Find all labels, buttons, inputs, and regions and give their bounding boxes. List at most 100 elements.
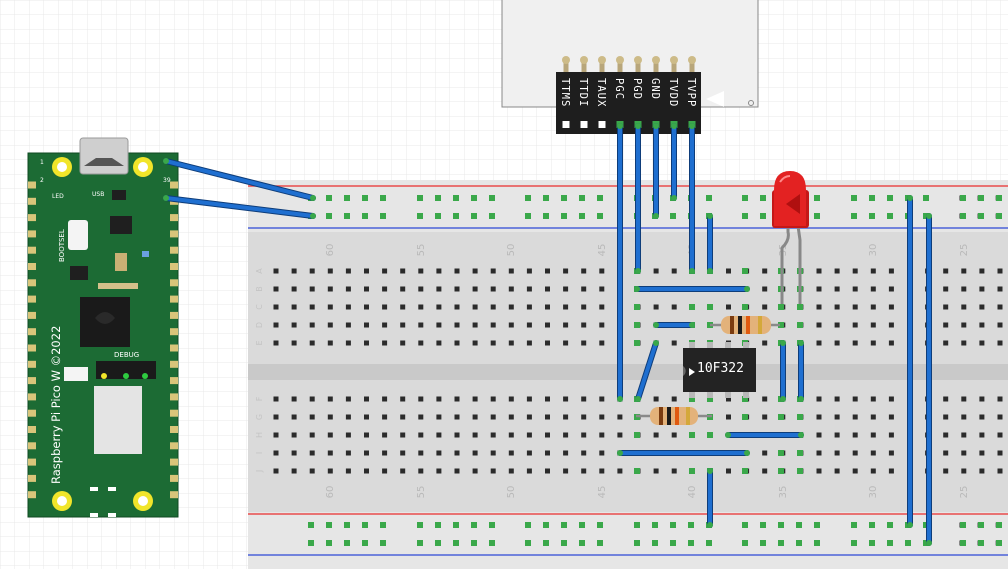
raspberry-logo-icon: [95, 312, 115, 324]
connected-hole: [326, 522, 332, 528]
pico-pin: [170, 426, 178, 433]
pin-label-tvpp: TVPP: [685, 78, 697, 107]
connected-hole: [326, 213, 332, 219]
breadboard-hole: [273, 414, 279, 420]
header-pin-tip: [688, 56, 696, 64]
breadboard-hole: [508, 322, 514, 328]
connected-hole: [670, 540, 676, 546]
row-letters-top: A B C D E: [255, 268, 264, 346]
header-pin: [617, 60, 623, 74]
breadboard-hole: [273, 468, 279, 474]
breadboard-hole: [599, 468, 605, 474]
connected-hole: [362, 540, 368, 546]
pico-pin: [28, 393, 36, 401]
wire-end: [707, 213, 713, 219]
breadboard-hole: [382, 304, 388, 310]
breadboard-hole: [726, 414, 731, 420]
breadboard-hole: [599, 268, 605, 274]
breadboard-hole: [418, 450, 424, 456]
pico-pins: [28, 181, 178, 499]
breadboard-hole: [508, 304, 514, 310]
breadboard-hole: [979, 468, 985, 474]
breadboard-hole: [345, 268, 351, 274]
breadboard-hole: [345, 432, 351, 438]
wire-end: [617, 123, 623, 129]
breadboard-hole: [581, 468, 587, 474]
pin-label-taux: TAUX: [595, 78, 607, 107]
connected-hole: [362, 213, 368, 219]
connected-hole: [960, 540, 966, 546]
breadboard-hole: [852, 322, 858, 328]
pico-pin: [170, 458, 178, 466]
connected-hole: [471, 540, 477, 546]
breadboard-hole: [526, 396, 532, 402]
column-number: 55: [416, 486, 427, 499]
breadboard-hole: [979, 414, 985, 420]
breadboard-hole: [309, 468, 315, 474]
breadboard-hole: [309, 432, 315, 438]
breadboard-hole: [888, 414, 894, 420]
wire-end: [744, 286, 750, 292]
breadboard-hole: [472, 286, 478, 292]
breadboard-hole: [273, 286, 279, 292]
connected-hole: [778, 540, 784, 546]
connected-hole: [634, 304, 640, 310]
pico-pin: [28, 263, 36, 270]
breadboard-hole: [726, 468, 731, 474]
breadboard-hole: [545, 268, 550, 274]
breadboard-hole: [400, 340, 406, 346]
pico-pin: [28, 311, 36, 319]
breadboard-hole: [943, 450, 949, 456]
pico-pin: [28, 214, 36, 222]
pico-pin: [28, 197, 36, 205]
breadboard-hole: [327, 286, 333, 292]
connected-hole: [689, 468, 695, 474]
smd-pad: [90, 487, 98, 491]
wires: [163, 123, 932, 546]
breadboard-hole: [364, 414, 369, 420]
connected-hole: [905, 540, 911, 546]
wire-end: [926, 213, 932, 219]
breadboard-hole: [418, 414, 424, 420]
connected-hole: [435, 213, 441, 219]
header-pin: [653, 60, 659, 74]
connected-hole: [760, 540, 766, 546]
breadboard-hole: [400, 468, 406, 474]
breadboard-hole: [418, 304, 424, 310]
breadboard-hole: [834, 322, 840, 328]
breadboard-hole: [870, 268, 876, 274]
pico-pin: [28, 230, 36, 238]
chip-pin1-marker-icon: [689, 368, 695, 376]
breadboard-hole: [454, 304, 460, 310]
breadboard-hole: [852, 304, 858, 310]
wire-end: [798, 432, 804, 438]
connected-hole: [579, 213, 585, 219]
wire-end: [653, 340, 659, 346]
breadboard-hole: [508, 468, 514, 474]
wire-end: [653, 123, 659, 129]
breadboard-hole: [309, 396, 315, 402]
connected-hole: [525, 213, 531, 219]
row-letter: G: [255, 414, 264, 420]
breadboard-hole: [454, 286, 460, 292]
connected-hole: [561, 522, 567, 528]
breadboard-hole: [526, 322, 532, 328]
breadboard-hole: [508, 286, 514, 292]
wire-end: [744, 450, 750, 456]
breadboard-hole: [979, 396, 985, 402]
pin-label-gnd: GND: [649, 78, 661, 100]
resistors: [636, 316, 780, 425]
wire-end: [926, 540, 932, 546]
breadboard-hole: [327, 450, 333, 456]
breadboard-hole: [888, 468, 894, 474]
wire-end: [798, 340, 804, 346]
breadboard-hole: [671, 432, 677, 438]
breadboard-hole: [472, 432, 478, 438]
breadboard-hole: [273, 340, 279, 346]
pico-pin: [28, 377, 36, 385]
breadboard-hole: [979, 432, 985, 438]
breadboard-hole: [364, 322, 369, 328]
connected-hole: [851, 522, 857, 528]
connected-hole: [344, 213, 350, 219]
mount-hole-inner: [57, 496, 67, 506]
